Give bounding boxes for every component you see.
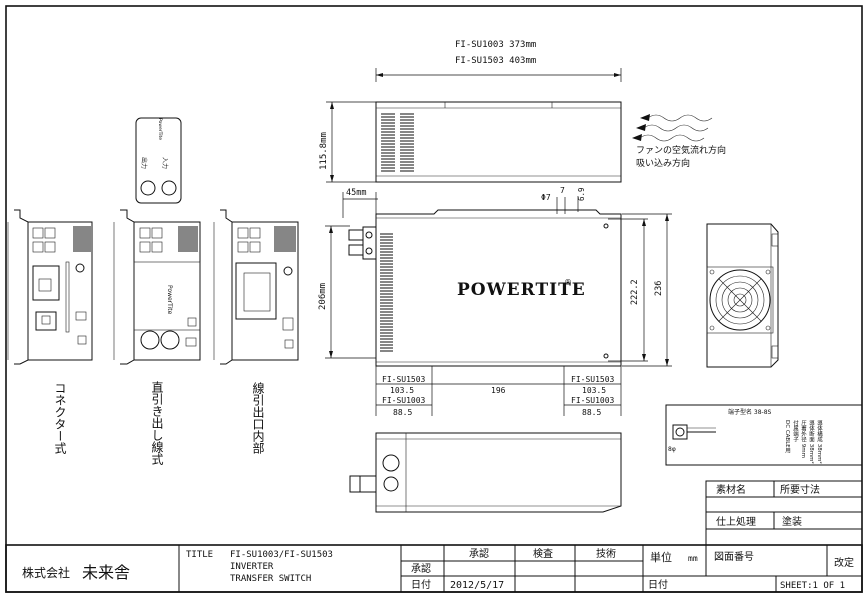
title-label: TITLE [186,550,213,560]
v103-left: 103.5 [390,386,414,395]
cable-note-4: 圧着外径 9mm [800,420,807,458]
variant-connector-vents [73,226,91,252]
spec-block: 素材名 所要寸法 仕上処理 塗装 [705,480,863,546]
approval-label: 承認 [411,562,431,575]
bottom-view [349,432,622,513]
brand-logo: POWERTITE [457,280,586,300]
title-block: 株式会社 未来舎 TITLE FI-SU1003/FI-SU1503 INVER… [5,544,863,593]
cable-note-3: 付属端子 [792,419,799,443]
fan-grille-icon [706,266,774,334]
remote-input-label: 入力 [161,157,169,169]
variant-internal-label: 線引出口内部 [251,381,265,454]
length-label-1003: FI-SU1003 373mm [455,40,536,50]
width-label: 206mm [318,283,328,310]
top-vents-left [381,113,395,172]
top-view-body [375,101,622,183]
cable-note-5: 導体断面 38mm² [808,419,815,464]
depth-label: 45mm [346,188,366,198]
seven-label: 7 [560,186,565,195]
phi-label: Φ7 [541,193,551,202]
paint-label: 塗装 [782,515,802,528]
remote-output-label: 出力 [140,157,148,169]
dimension-label: 所要寸法 [780,483,820,496]
length-label-1503: FI-SU1503 403mm [455,56,536,66]
title-line-3: TRANSFER SWITCH [230,574,311,584]
su1503-right: FI-SU1503 [571,375,615,384]
title-line-2: INVERTER [230,562,274,572]
remote-controller: PowerTite 出力 入力 [135,117,182,204]
inspect-header: 検査 [533,547,553,560]
airflow-label-2: 吸い込み方向 [636,157,690,169]
variant-direct-brand: PowerTite [166,285,173,315]
remote-brand: PowerTite [157,118,163,140]
revision-label: 改定 [834,556,854,569]
date-label-2: 日付 [648,578,668,591]
airflow-arrows [632,114,713,142]
material-label: 素材名 [716,483,746,496]
cable-note-2: DC CABLE用 [784,420,791,455]
cable-terminal-note: 8φ 端子型名 38-8S DC CABLE用 付属端子 圧着外径 9mm 導体… [665,404,863,466]
company-prefix: 株式会社 [22,565,70,580]
drawing-no-label: 図面番号 [714,551,754,563]
variant-direct-label: 直引き出し線式 [150,381,164,465]
finish-label: 仕上処理 [716,515,756,528]
company-name: 未来舎 [82,563,130,582]
six-nine-label: 6.9 [577,187,586,201]
top-vents-right [400,113,414,172]
variant-connector-label: コネクター式 [53,382,67,454]
airflow-label-1: ファンの空気流れ方向 [636,144,726,156]
terminal-model: 端子型名 38-8S [728,408,772,416]
su1503-left: FI-SU1503 [382,375,426,384]
cable-note-6: 導体構成 38mm² [816,419,823,464]
height-label: 115.8mm [319,132,329,170]
side-view-fan [706,223,779,368]
date-value: 2012/5/17 [450,580,504,591]
title-line-1: FI-SU1003/FI-SU1503 [230,550,333,560]
v88-right: 88.5 [582,408,601,417]
unit-value: mm [688,554,698,563]
brand-registered-mark: ® [564,278,572,287]
terminal-ring-label: 8φ [668,446,676,453]
variant-connector-view: コネクター式 [7,209,93,454]
approve-header: 承認 [469,547,489,560]
h222-label: 222.2 [630,279,640,305]
date-label: 日付 [411,578,431,591]
front-view-body [375,209,622,367]
h236-label: 236 [654,281,664,296]
front-view: 45mm Φ7 7 6.9 POWERTITE ® 206mm [318,186,672,417]
su1003-left: FI-SU1003 [382,396,426,405]
variant-direct-vents [178,226,198,252]
v196: 196 [491,386,506,395]
front-vents [380,233,393,352]
su1003-right: FI-SU1003 [571,396,615,405]
tech-header: 技術 [596,547,616,560]
v88-left: 88.5 [393,408,412,417]
v103-right: 103.5 [582,386,606,395]
top-view: FI-SU1003 373mm FI-SU1503 403mm 115.8mm [319,40,726,183]
variant-direct-view: PowerTite 直引き出し線式 [113,209,201,465]
unit-label: 単位 [650,550,672,564]
variant-internal-vents [274,226,296,252]
variant-internal-view: 線引出口内部 [213,209,299,454]
sheet-label: SHEET:1 OF 1 [780,581,845,591]
